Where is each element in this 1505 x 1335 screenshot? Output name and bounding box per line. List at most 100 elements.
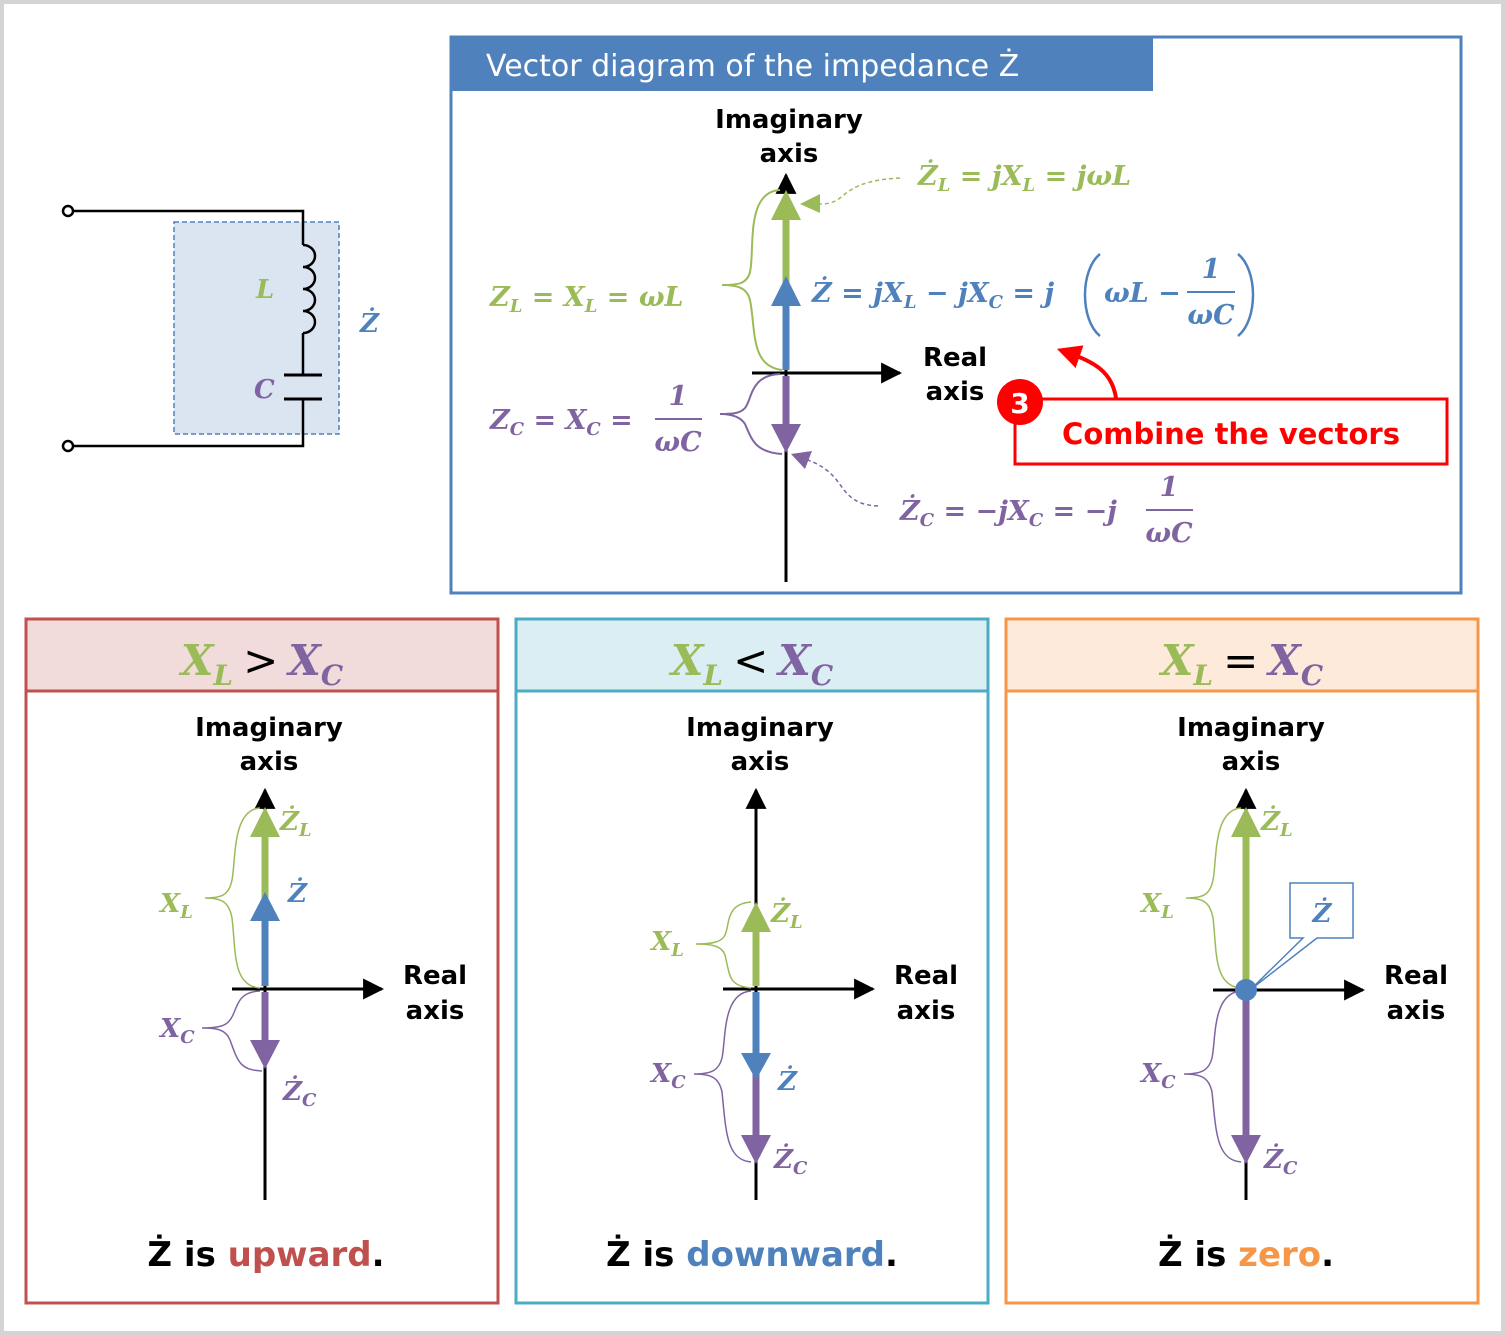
imaginary-axis-label: axis	[731, 747, 790, 777]
imaginary-axis-label: Imaginary	[1177, 713, 1325, 743]
zc-arrowhead	[1231, 1135, 1261, 1164]
panel-frame	[514, 617, 990, 1305]
real-axis-label: axis	[406, 996, 465, 1026]
z-callout	[1249, 882, 1354, 991]
zl-label: ŻL	[1260, 805, 1293, 841]
zc-fraction-denominator: ωC	[654, 427, 702, 458]
panel-result: Ż is downward.	[606, 1234, 898, 1275]
xl-label: XL	[649, 927, 684, 961]
xc-brace	[1183, 990, 1242, 1163]
zl-arrowhead	[1231, 807, 1261, 837]
xc-label: XC	[649, 1059, 686, 1093]
z-arrowhead	[250, 892, 280, 921]
xc-label: XC	[158, 1014, 195, 1048]
z-arrowhead	[771, 276, 801, 306]
imaginary-axis-label: axis	[760, 139, 819, 169]
panel-result: Ż is zero.	[1158, 1234, 1334, 1275]
circuit-diagram: L C Ż	[61, 204, 380, 453]
xl-label: XL	[1139, 889, 1174, 923]
z-label: Ż	[287, 877, 308, 909]
wire	[73, 399, 305, 448]
panel-frame	[1004, 617, 1480, 1305]
z-label: Ż	[777, 1065, 798, 1097]
capacitor-label: C	[254, 375, 275, 405]
zc-magnitude-equation: ZC = XC =	[489, 405, 633, 440]
imaginary-axis-label: Imaginary	[195, 713, 343, 743]
imaginary-axis-label: Imaginary	[715, 105, 863, 135]
impedance-label: Ż	[359, 307, 380, 339]
step-number: 3	[1010, 387, 1029, 420]
zl-arrowhead	[250, 807, 280, 837]
zc-pointer-arrowhead	[791, 451, 812, 469]
z-phasor-equation: Ż = jXL − jXC = j	[811, 275, 1054, 313]
diagram-canvas: L C Ż Vector diagram of the impedance Ż …	[4, 4, 1501, 1331]
step-number-badge	[997, 379, 1043, 425]
real-axis-label: Real	[923, 343, 987, 373]
z-label: Ż	[1312, 897, 1333, 929]
diagram-svg: L C Ż Vector diagram of the impedance Ż …	[24, 35, 1480, 1305]
panel-header	[24, 617, 500, 693]
zc-eq-fraction-denominator: ωC	[1145, 518, 1193, 549]
xl-brace	[1185, 807, 1242, 989]
panel-result: Ż is upward.	[147, 1234, 384, 1275]
xl-brace	[695, 901, 752, 989]
zc-phasor-equation: ŻC = −jXC = −j	[899, 493, 1117, 531]
panel-header-condition: XL=XC	[1158, 636, 1324, 692]
xc-brace	[693, 990, 752, 1163]
main-diagram-title: Vector diagram of the impedance Ż	[486, 48, 1019, 84]
z-arrowhead	[741, 1053, 771, 1080]
zc-fraction-numerator: 1	[669, 381, 688, 412]
xc-label: XC	[1139, 1059, 1176, 1093]
terminal-bottom	[61, 439, 75, 453]
zc-label: ŻC	[1263, 1143, 1298, 1179]
real-axis-label: axis	[1387, 996, 1446, 1026]
terminal-top	[61, 204, 75, 218]
xc-brace	[201, 990, 263, 1072]
z-zero-point	[1235, 979, 1257, 1001]
zc-arrowhead	[741, 1135, 771, 1164]
wire	[73, 209, 305, 245]
zl-arrowhead	[771, 190, 801, 220]
real-axis-label: axis	[897, 996, 956, 1026]
paren-right	[1237, 253, 1255, 337]
zc-label: ŻC	[773, 1143, 808, 1179]
real-axis-label: axis	[926, 377, 985, 407]
inductor-coil	[302, 243, 317, 335]
xc-brace	[719, 373, 783, 455]
zc-arrowhead	[250, 1040, 280, 1069]
step-label: Combine the vectors	[1062, 417, 1400, 451]
z-fraction-denominator: ωC	[1187, 300, 1235, 331]
panel-header	[514, 617, 990, 693]
zl-arrowhead	[741, 902, 771, 932]
xl-brace	[204, 807, 261, 989]
zc-label: ŻC	[282, 1075, 317, 1111]
zc-pointer	[807, 459, 879, 507]
imaginary-axis-label: axis	[1222, 747, 1281, 777]
panel-header-condition: XL<XC	[668, 636, 834, 692]
paren-left	[1083, 253, 1101, 337]
panel-xl-less-xc: XL<XC Imaginary axis Real axis XL XC ŻL …	[514, 617, 990, 1305]
zl-phasor-equation: ŻL = jXL = jωL	[917, 158, 1131, 196]
real-axis-label: Real	[403, 961, 467, 991]
zl-label: ŻL	[279, 805, 312, 841]
real-axis-label: Real	[894, 961, 958, 991]
z-phasor-equation-inner: ωL −	[1104, 278, 1181, 309]
panel-xl-equal-xc: XL=XC Imaginary axis Real axis Ż XL XC Ż…	[1004, 617, 1480, 1305]
imaginary-axis-label: axis	[240, 747, 299, 777]
zc-eq-fraction-numerator: 1	[1160, 472, 1179, 503]
panel-header-condition: XL>XC	[178, 636, 344, 692]
real-axis-label: Real	[1384, 961, 1448, 991]
zl-pointer-arrowhead	[800, 194, 820, 213]
main-diagram-title-bar	[451, 37, 1153, 91]
z-fraction-numerator: 1	[1202, 254, 1221, 285]
zl-pointer	[817, 177, 901, 205]
panel-header	[1004, 617, 1480, 693]
zl-magnitude-equation: ZL = XL = ωL	[489, 282, 684, 317]
zl-label: ŻL	[770, 897, 803, 933]
panel-xl-greater-xc: XL>XC Imaginary axis Real axis XL XC ŻL …	[24, 617, 500, 1305]
xl-label: XL	[158, 889, 193, 923]
xl-brace	[721, 189, 783, 371]
main-vector-diagram: Vector diagram of the impedance Ż Imagin…	[449, 35, 1463, 595]
step-callout-box	[1013, 397, 1449, 466]
zc-arrowhead	[771, 424, 801, 453]
